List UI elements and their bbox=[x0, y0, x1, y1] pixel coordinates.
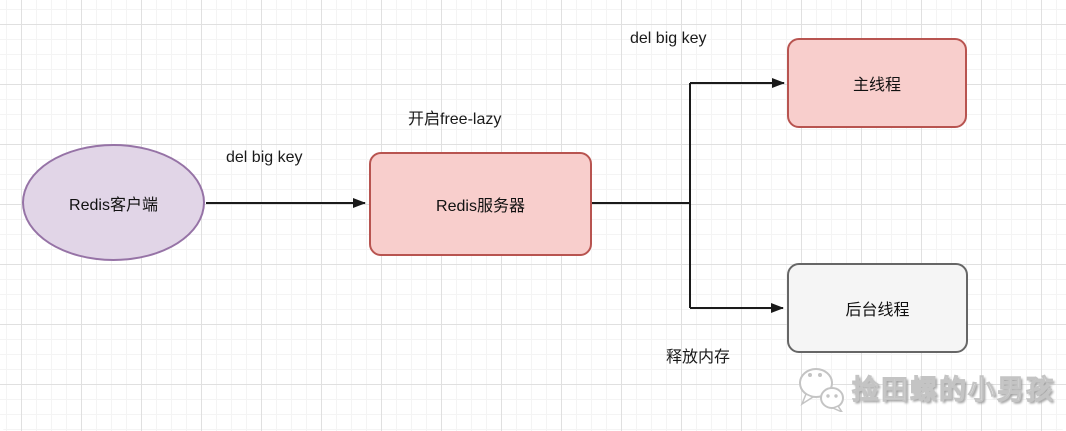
watermark: 捡田螺的小男孩 bbox=[796, 362, 1055, 412]
node-redis-server-label: Redis服务器 bbox=[436, 198, 525, 215]
node-background-thread: 后台线程 bbox=[787, 263, 968, 353]
watermark-text: 捡田螺的小男孩 bbox=[852, 374, 1055, 405]
edge-label-release-memory: 释放内存 bbox=[666, 349, 731, 366]
wechat-logo-icon bbox=[799, 368, 844, 412]
edge-label-del-big-key-client: del big key bbox=[226, 149, 303, 166]
node-background-thread-label: 后台线程 bbox=[845, 302, 910, 319]
node-redis-client-label: Redis客户端 bbox=[69, 196, 158, 214]
edge-label-free-lazy: 开启free-lazy bbox=[408, 111, 502, 128]
node-main-thread: 主线程 bbox=[787, 38, 967, 128]
node-main-thread-label: 主线程 bbox=[852, 77, 901, 94]
node-redis-client: Redis客户端 bbox=[22, 144, 205, 261]
edge-label-del-big-key-main: del big key bbox=[630, 30, 707, 47]
node-redis-server: Redis服务器 bbox=[369, 152, 592, 256]
